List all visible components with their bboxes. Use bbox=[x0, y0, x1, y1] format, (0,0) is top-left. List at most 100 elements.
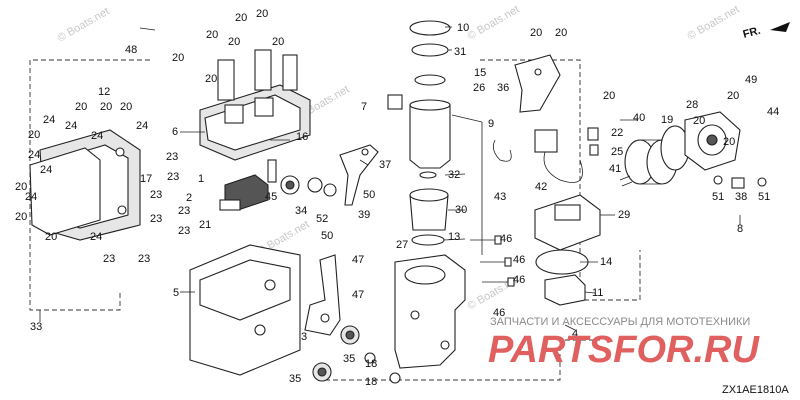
callout-label: 20 bbox=[603, 90, 615, 102]
spring-clip bbox=[619, 175, 633, 187]
callout-label: 46 bbox=[513, 274, 525, 286]
callout-label: 20 bbox=[100, 101, 112, 113]
gasket-plate bbox=[29, 147, 101, 236]
callout-label: 23 bbox=[167, 171, 179, 183]
callout-label: 35 bbox=[289, 373, 301, 385]
vapor-separator bbox=[394, 254, 466, 369]
callout-label: 23 bbox=[178, 225, 190, 237]
callout-label: 17 bbox=[140, 173, 152, 185]
callout-label: 35 bbox=[343, 353, 355, 365]
leader-lines bbox=[39, 26, 741, 331]
callout-label: 8 bbox=[737, 223, 743, 235]
callout-label: 16 bbox=[296, 131, 308, 143]
callout-label: 40 bbox=[633, 112, 645, 124]
callout-label: 20 bbox=[45, 231, 57, 243]
front-direction-indicator: FR. bbox=[742, 22, 790, 41]
callout-label: 11 bbox=[592, 287, 603, 299]
footer-caption: ЗАПЧАСТИ И АКСЕССУАРЫ ДЛЯ МОТОТЕХНИКИ bbox=[490, 316, 750, 328]
callout-label: 12 bbox=[98, 86, 110, 98]
callout-label: 20 bbox=[530, 27, 542, 39]
callout-label: 32 bbox=[448, 169, 460, 181]
callout-label: 26 bbox=[473, 82, 485, 94]
callout-label: 6 bbox=[172, 126, 178, 138]
callout-label: 20 bbox=[693, 115, 705, 127]
callout-label: 24 bbox=[40, 164, 52, 176]
callout-label: 4 bbox=[572, 328, 578, 340]
upper-bracket bbox=[514, 54, 561, 113]
callout-label: 38 bbox=[735, 191, 747, 203]
callout-label: 48 bbox=[125, 44, 137, 56]
callout-label: 20 bbox=[75, 101, 87, 113]
pressure-regulator bbox=[534, 194, 601, 251]
callout-label: 34 bbox=[295, 205, 307, 217]
callout-label: 31 bbox=[454, 46, 466, 58]
callout-label: 29 bbox=[618, 209, 630, 221]
callout-label: 23 bbox=[150, 189, 162, 201]
callout-label: 20 bbox=[28, 129, 40, 141]
fuel-pump bbox=[387, 20, 451, 169]
callout-label: 23 bbox=[103, 253, 115, 265]
callout-label: 47 bbox=[352, 254, 364, 266]
callout-label: 42 bbox=[535, 181, 547, 193]
callout-label: 20 bbox=[15, 211, 27, 223]
brand-logo: PARTSFOR.RU bbox=[488, 329, 760, 371]
sensor-assembly bbox=[534, 127, 599, 183]
control-module bbox=[219, 174, 269, 211]
callout-label: 20 bbox=[727, 90, 739, 102]
callout-label: 36 bbox=[497, 82, 509, 94]
fuel-fitting bbox=[713, 175, 767, 189]
callout-label: 50 bbox=[363, 189, 375, 201]
callout-label: 7 bbox=[361, 101, 367, 113]
callout-label: 46 bbox=[493, 307, 505, 319]
callout-label: 41 bbox=[609, 163, 621, 175]
callout-label: 46 bbox=[500, 233, 512, 245]
callout-label: 27 bbox=[396, 239, 408, 251]
callout-label: 20 bbox=[206, 29, 218, 41]
callout-label: 20 bbox=[235, 12, 247, 24]
callout-label: 20 bbox=[15, 181, 27, 193]
callout-label: 30 bbox=[455, 204, 467, 216]
callout-label: 19 bbox=[661, 114, 673, 126]
callout-label: 15 bbox=[474, 67, 486, 79]
callout-label: 2 bbox=[186, 192, 192, 204]
throttle-lever bbox=[339, 144, 379, 206]
callout-label: 24 bbox=[90, 231, 102, 243]
diagram-code: ZX1AE1810A bbox=[722, 384, 789, 396]
callout-label: 24 bbox=[65, 120, 77, 132]
callout-label: 20 bbox=[723, 136, 735, 148]
callout-label: 20 bbox=[120, 101, 132, 113]
callout-label: 24 bbox=[25, 191, 37, 203]
front-label: FR. bbox=[742, 25, 762, 41]
regulator-cap bbox=[544, 274, 586, 306]
callout-label: 22 bbox=[611, 127, 623, 139]
filter-case bbox=[684, 111, 741, 171]
callout-label: 37 bbox=[379, 159, 391, 171]
assembly-outline-left bbox=[29, 59, 150, 311]
callout-label: 24 bbox=[136, 120, 148, 132]
callout-label: 23 bbox=[138, 253, 150, 265]
top-cover bbox=[199, 49, 311, 161]
callout-label: 23 bbox=[150, 213, 162, 225]
callout-label: 47 bbox=[352, 289, 364, 301]
callout-label: 46 bbox=[513, 254, 525, 266]
callout-label: 14 bbox=[600, 256, 612, 268]
callout-label: 21 bbox=[199, 219, 211, 231]
callout-label: 20 bbox=[272, 36, 284, 48]
drive-gears bbox=[312, 325, 401, 384]
callout-label: 10 bbox=[457, 22, 469, 34]
callout-label: 13 bbox=[448, 231, 460, 243]
callout-label: 24 bbox=[91, 130, 103, 142]
callout-label: 51 bbox=[712, 191, 724, 203]
callout-label: 33 bbox=[30, 321, 42, 333]
arrow-icon bbox=[770, 22, 790, 32]
callout-label: 24 bbox=[28, 149, 40, 161]
lower-housing bbox=[189, 244, 301, 376]
callout-label: 52 bbox=[316, 213, 328, 225]
hose-clip bbox=[492, 139, 512, 162]
callout-label: 39 bbox=[358, 209, 370, 221]
callout-label: 43 bbox=[494, 191, 506, 203]
callout-label: 49 bbox=[745, 74, 757, 86]
callout-label: 3 bbox=[301, 331, 307, 343]
